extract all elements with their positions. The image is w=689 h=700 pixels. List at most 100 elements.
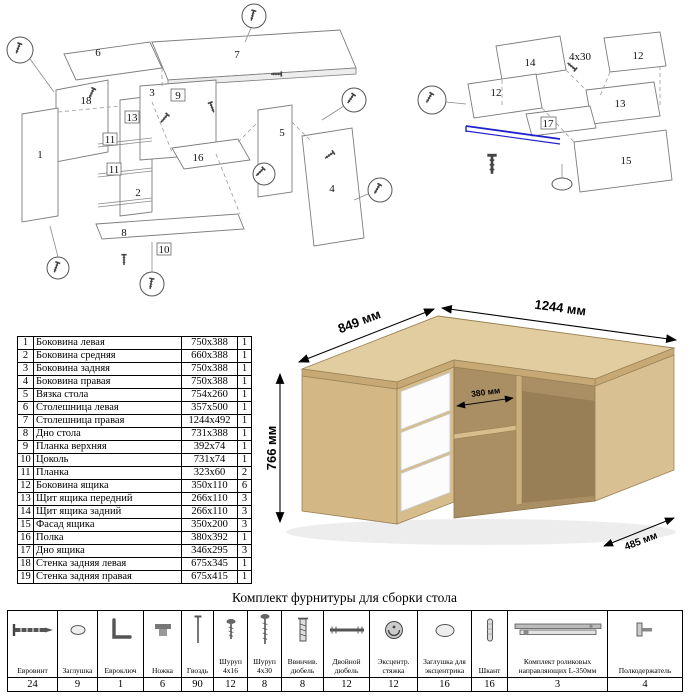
part-panel-top-left bbox=[63, 41, 163, 81]
assembly-guides bbox=[501, 66, 661, 143]
part-name: Щит ящика передний bbox=[33, 492, 182, 506]
part-callout: 4 bbox=[329, 183, 335, 195]
part-number: 2 bbox=[17, 349, 34, 363]
part-name: Планка верхняя bbox=[33, 440, 182, 454]
part-qty: 1 bbox=[237, 427, 252, 441]
part-callout: 17 bbox=[543, 118, 555, 130]
part-panel-back-left bbox=[55, 79, 109, 163]
parts-table-row: 1 Боковина левая 750x388 1 bbox=[17, 336, 252, 350]
part-callout: 15 bbox=[621, 155, 633, 167]
drawer-facade bbox=[573, 129, 673, 193]
hardware-item-name: Полкодержатель bbox=[618, 665, 672, 675]
part-size: 750x388 bbox=[181, 375, 238, 389]
part-size: 323x60 bbox=[181, 466, 238, 480]
part-name: Боковина левая bbox=[33, 336, 182, 350]
hardware-item-qty: 12 bbox=[324, 677, 369, 691]
part-size: 754x260 bbox=[181, 388, 238, 402]
part-name: Полка bbox=[33, 531, 182, 545]
part-size: 750x388 bbox=[181, 362, 238, 376]
wooden-dowel-icon bbox=[472, 611, 507, 649]
leg-space-shadow bbox=[522, 391, 595, 503]
drawer-front-middle bbox=[400, 412, 451, 472]
hardware-item-nozhka: Ножка 6 bbox=[144, 611, 182, 691]
parts-table-row: 17 Дно ящика 346x295 3 bbox=[17, 544, 252, 558]
screw-size-label: 4x30 bbox=[569, 51, 592, 63]
part-qty: 3 bbox=[237, 518, 252, 532]
part-name: Боковина задняя bbox=[33, 362, 182, 376]
dim-line-1244 bbox=[440, 304, 678, 344]
part-number: 10 bbox=[17, 453, 34, 467]
part-size: 731x74 bbox=[181, 453, 238, 467]
part-size: 675x415 bbox=[181, 570, 238, 584]
hardware-item-name: Евровинт bbox=[17, 665, 48, 675]
part-number-callouts: 12 12 13 14 15 17 4x30 bbox=[491, 50, 644, 167]
part-number: 7 bbox=[17, 414, 34, 428]
part-size: 266x110 bbox=[181, 505, 238, 519]
boxed-callouts bbox=[102, 88, 186, 256]
parts-table-row: 10 Цоколь 731x74 1 bbox=[17, 453, 252, 467]
double-ended-bolt-icon bbox=[324, 611, 369, 649]
part-number: 3 bbox=[17, 362, 34, 376]
boxed-callouts bbox=[540, 116, 557, 130]
dim-label-1244: 1244 мм bbox=[534, 297, 587, 319]
parts-table-row: 12 Боковина ящика 350x110 6 bbox=[17, 479, 252, 493]
part-name: Боковина ящика bbox=[33, 479, 182, 493]
cam-marker bbox=[551, 164, 573, 191]
part-name: Стенка задняя левая bbox=[33, 557, 182, 571]
part-name: Дно стола bbox=[33, 427, 182, 441]
part-qty: 3 bbox=[237, 492, 252, 506]
part-number: 1 bbox=[17, 336, 34, 350]
parts-table-row: 2 Боковина средняя 660x388 1 bbox=[17, 349, 252, 363]
part-name: Планка bbox=[33, 466, 182, 480]
part-callout: 13 bbox=[127, 112, 139, 124]
parts-table-row: 6 Столешница левая 357x500 1 bbox=[17, 401, 252, 415]
dim-line-485 bbox=[603, 517, 675, 547]
cap-plug-icon bbox=[58, 611, 97, 649]
dim-line-849 bbox=[297, 308, 436, 363]
part-name: Дно ящика bbox=[33, 544, 182, 558]
parts-list-table: 1 Боковина левая 750x388 1 2 Боковина ср… bbox=[17, 336, 252, 584]
hardware-item-name: Ввинчив. дюбель bbox=[287, 657, 318, 675]
part-size: 1244x492 bbox=[181, 414, 238, 428]
hardware-item-name: Двойной дюбель bbox=[332, 657, 361, 675]
part-size: 750x388 bbox=[181, 336, 238, 350]
parts-table-row: 7 Столешница правая 1244x492 1 bbox=[17, 414, 252, 428]
hardware-item-qty: 16 bbox=[472, 677, 507, 691]
part-callout: 9 bbox=[175, 90, 181, 102]
part-qty: 3 bbox=[237, 544, 252, 558]
part-size: 350x110 bbox=[181, 479, 238, 493]
hardware-item-shurup-4x16: Шуруп 4x16 12 bbox=[214, 611, 248, 691]
hardware-item-qty: 4 bbox=[608, 677, 682, 691]
part-size: 675x345 bbox=[181, 557, 238, 571]
parts-table-row: 15 Фасад ящика 350x200 3 bbox=[17, 518, 252, 532]
part-callout: 7 bbox=[234, 49, 240, 61]
part-callout: 11 bbox=[105, 134, 116, 146]
part-callout: 5 bbox=[279, 127, 285, 139]
part-number: 8 bbox=[17, 427, 34, 441]
hex-key-icon bbox=[98, 611, 143, 649]
hardware-item-shkant: Шкант 16 bbox=[472, 611, 508, 691]
hardware-item-excentrik: Эксцентр. стяжка 12 bbox=[370, 611, 418, 691]
part-qty: 1 bbox=[237, 557, 252, 571]
part-qty: 1 bbox=[237, 388, 252, 402]
furniture-foot-icon bbox=[144, 611, 181, 649]
part-number: 6 bbox=[17, 401, 34, 415]
hardware-item-qty: 9 bbox=[58, 677, 97, 691]
hardware-item-name: Заглушка bbox=[62, 665, 93, 675]
part-name: Щит ящика задний bbox=[33, 505, 182, 519]
hardware-item-qty: 12 bbox=[214, 677, 247, 691]
fastener-callout bbox=[417, 85, 467, 115]
part-number: 19 bbox=[17, 570, 34, 584]
parts-table-row: 16 Полка 380x392 1 bbox=[17, 531, 252, 545]
part-callout: 8 bbox=[121, 227, 127, 239]
part-name: Фасад ящика bbox=[33, 518, 182, 532]
part-panel-right-side bbox=[301, 127, 365, 247]
part-bottom-plank bbox=[95, 213, 245, 240]
part-name: Боковина средняя bbox=[33, 349, 182, 363]
part-callout: 16 bbox=[193, 152, 205, 164]
hardware-item-polkoderzhatel: Полкодержатель 4 bbox=[608, 611, 682, 691]
part-size: 357x500 bbox=[181, 401, 238, 415]
hardware-item-qty: 8 bbox=[282, 677, 323, 691]
exploded-view-desk: 1 2 3 4 5 6 7 8 9 10 11 11 13 16 18 bbox=[6, 3, 393, 297]
part-callout: 11 bbox=[109, 164, 120, 176]
